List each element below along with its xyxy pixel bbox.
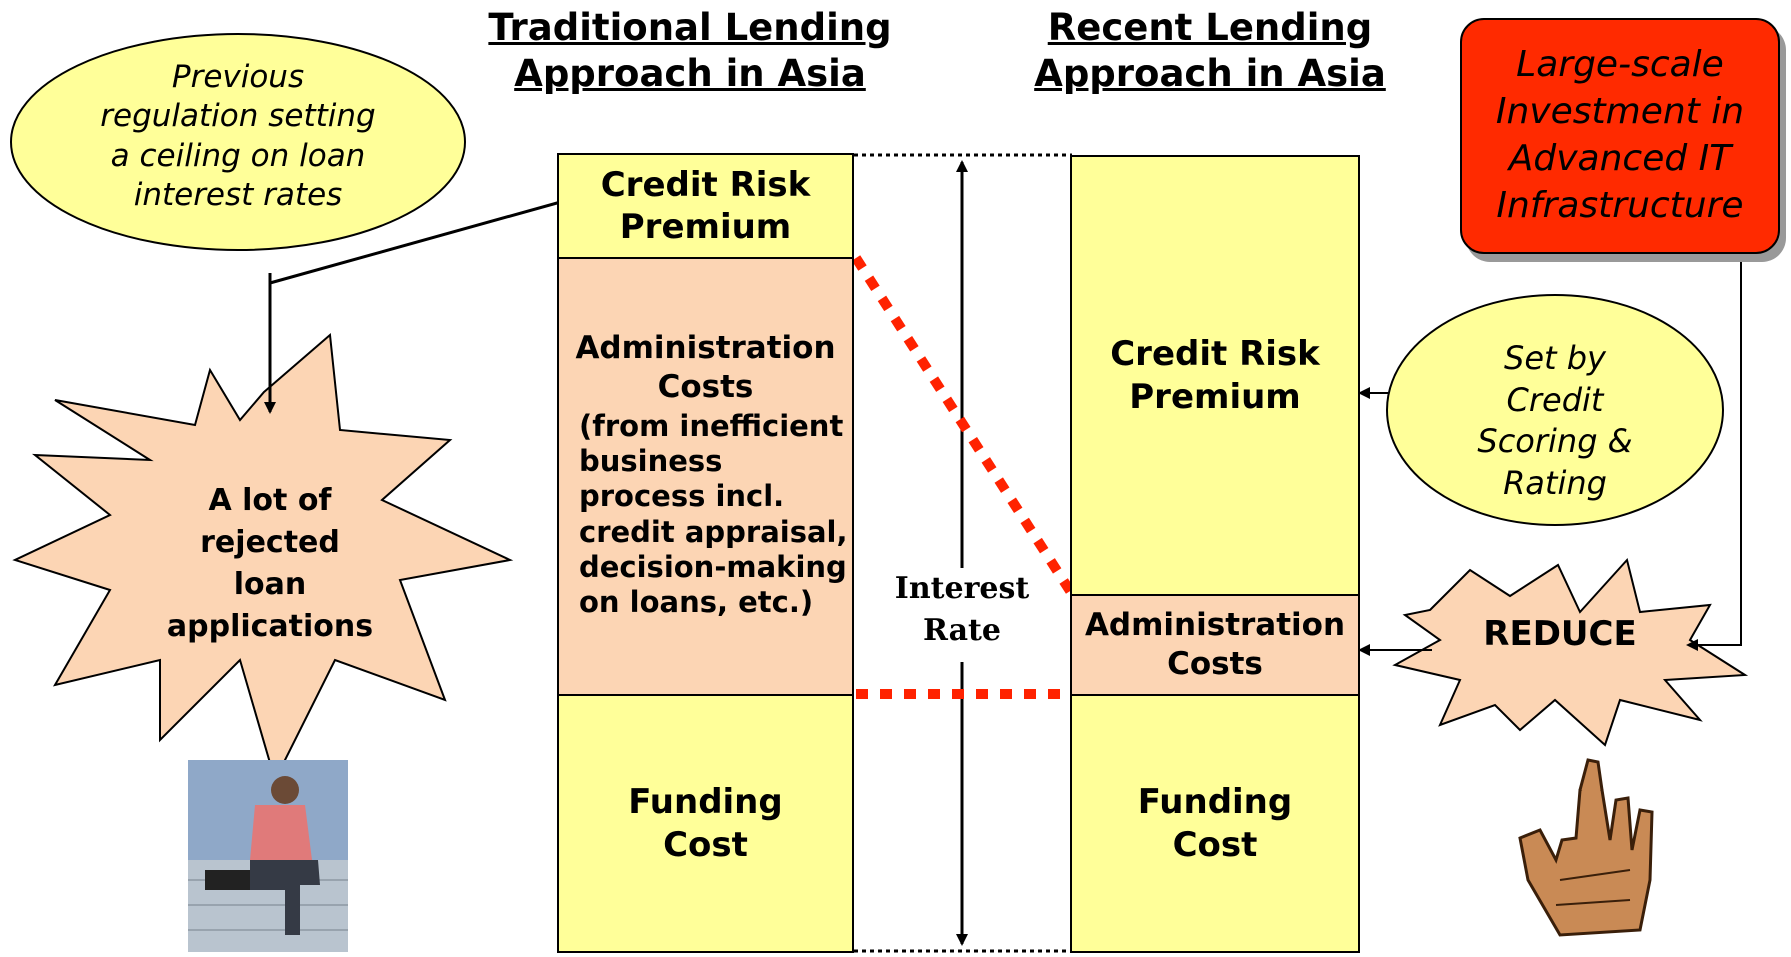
it-line4: Infrastructure <box>1496 184 1744 226</box>
trad-admin-detail: (from inefficient business process incl.… <box>559 409 848 621</box>
reduce-label: REDUCE <box>1483 614 1637 654</box>
detail-line2: business <box>579 443 723 478</box>
rejected-line3: loan <box>233 567 307 602</box>
sad-man-photo <box>188 760 348 952</box>
recent-credit-risk-box: Credit Risk Premium <box>1070 155 1360 596</box>
setby-line3: Scoring & <box>1477 422 1633 461</box>
setby-line2: Credit <box>1506 380 1604 419</box>
recent-credit-line2: Premium <box>1129 376 1301 417</box>
it-investment-box: Large-scale Investment in Advanced IT In… <box>1460 18 1780 254</box>
rejected-line1: A lot of <box>208 483 332 518</box>
prev-line1: Previous <box>171 59 305 95</box>
it-line1: Large-scale <box>1516 44 1724 86</box>
it-line3: Advanced IT <box>1508 138 1732 179</box>
traditional-funding-box: Funding Cost <box>557 694 854 953</box>
rejected-line4: applications <box>166 609 374 644</box>
interest-line1: Interest <box>894 571 1030 606</box>
trad-admin-title2: Costs <box>657 368 754 405</box>
trad-credit-line2: Premium <box>619 207 792 247</box>
recent-title: Recent Lending Approach in Asia <box>1000 5 1420 98</box>
recent-funding-line2: Cost <box>1172 824 1258 865</box>
traditional-title: Traditional Lending Approach in Asia <box>460 5 920 98</box>
traditional-admin-box: Administration Costs (from inefficient b… <box>557 257 854 696</box>
recent-admin-line1: Administration <box>1084 607 1346 644</box>
detail-line1: (from inefficient <box>579 408 844 443</box>
traditional-credit-risk-box: Credit Risk Premium <box>557 153 854 259</box>
previous-regulation-ellipse <box>10 33 466 251</box>
pointing-hand-icon <box>1518 758 1654 937</box>
trad-funding-line2: Cost <box>663 824 748 865</box>
setby-line4: Rating <box>1503 463 1607 502</box>
recent-title-line1: Recent Lending <box>1047 6 1373 49</box>
set-by-text: Set by Credit Scoring & Rating <box>1440 338 1670 504</box>
detail-line4: credit appraisal, <box>579 514 848 549</box>
it-line2: Investment in <box>1495 91 1745 133</box>
rejected-starburst <box>12 332 514 783</box>
it-to-reduce-line <box>1686 256 1742 651</box>
trad-credit-line1: Credit Risk <box>600 164 811 205</box>
connector-line <box>269 189 601 285</box>
interest-line2: Rate <box>922 613 1001 648</box>
trad-admin-title1: Administration <box>575 330 836 366</box>
detail-line5: decision-making <box>579 550 847 584</box>
trad-funding-line1: Funding <box>628 782 783 822</box>
detail-line3: process incl. <box>579 479 785 514</box>
traditional-title-line2: Approach in Asia <box>514 52 866 96</box>
rejected-text: A lot of rejected loan applications <box>150 480 390 648</box>
set-by-ellipse <box>1386 294 1724 526</box>
setby-line1: Set by <box>1504 339 1606 377</box>
interest-rate-label: Interest Rate <box>876 568 1048 652</box>
rejected-line2: rejected <box>200 525 340 560</box>
prev-line4: interest rates <box>133 177 343 214</box>
prev-line3: a ceiling on loan <box>110 137 366 174</box>
prev-line2: regulation setting <box>100 98 376 135</box>
red-dotted-diagonal <box>851 255 1077 597</box>
recent-funding-line1: Funding <box>1137 782 1293 822</box>
recent-admin-box: Administration Costs <box>1070 594 1360 696</box>
traditional-title-line1: Traditional Lending <box>488 6 892 49</box>
recent-funding-box: Funding Cost <box>1070 694 1360 953</box>
previous-regulation-text: Previous regulation setting a ceiling on… <box>60 58 416 215</box>
recent-credit-line1: Credit Risk <box>1110 334 1320 374</box>
detail-line6: on loans, etc.) <box>579 585 814 620</box>
recent-admin-line2: Costs <box>1167 646 1263 682</box>
recent-title-line2: Approach in Asia <box>1034 52 1386 96</box>
reduce-starburst <box>1392 557 1749 747</box>
